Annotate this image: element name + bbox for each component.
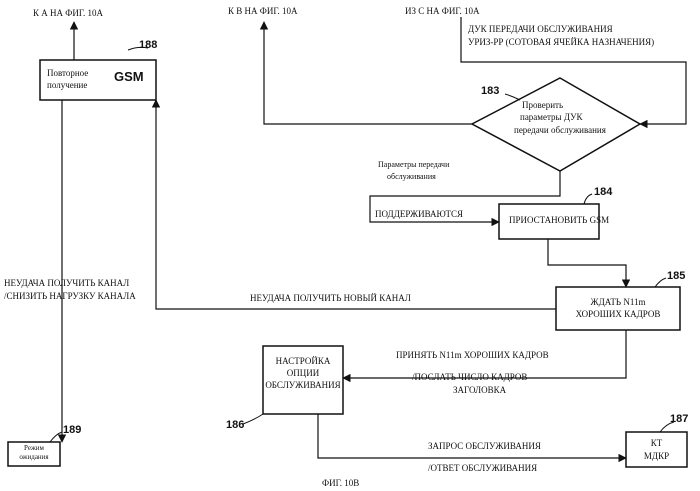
- diamond-183-line3: передачи обслуживания: [514, 125, 606, 136]
- box-186-line1: НАСТРОЙКА: [263, 356, 343, 367]
- box-188-line1: Повторное: [47, 68, 88, 79]
- ref-187: 187: [670, 414, 688, 425]
- ref-184: 184: [594, 187, 612, 198]
- ref-188: 188: [139, 40, 157, 51]
- label-from-c: ИЗ С НА ФИГ. 10А: [405, 6, 480, 17]
- box-184-label: ПРИОСТАНОВИТЬ GSM: [509, 215, 609, 226]
- box-189-line2: ожидания: [8, 453, 60, 462]
- leader-189: [50, 432, 62, 442]
- label-service-response: /ОТВЕТ ОБСЛУЖИВАНИЯ: [428, 463, 537, 474]
- box-185-line1: ЖДАТЬ N11m: [556, 297, 680, 308]
- label-service-request: ЗАПРОС ОБСЛУЖИВАНИЯ: [428, 441, 541, 452]
- box-188-line2: получение: [47, 80, 87, 91]
- label-fail-new-channel: НЕУДАЧА ПОЛУЧИТЬ НОВЫЙ КАНАЛ: [250, 293, 411, 304]
- label-send-frames-line1: /ПОСЛАТЬ ЧИСЛО КАДРОВ: [412, 372, 527, 383]
- box-185-line2: ХОРОШИХ КАДРОВ: [556, 309, 680, 320]
- label-to-b: К В НА ФИГ. 10А: [228, 6, 298, 17]
- box-186-line2: ОПЦИИ: [263, 368, 343, 379]
- handoff-message-line1: ДУК ПЕРЕДАЧИ ОБСЛУЖИВАНИЯ: [468, 24, 613, 35]
- figure-caption: ФИГ. 10В: [322, 478, 359, 489]
- label-supported: ПОДДЕРЖИВАЮТСЯ: [375, 209, 463, 220]
- leader-186: [243, 414, 263, 424]
- arrow-diamond-to-b: [264, 22, 472, 124]
- ref-189: 189: [63, 425, 81, 436]
- label-to-a: К А НА ФИГ. 10А: [33, 8, 103, 19]
- ref-183: 183: [481, 86, 499, 97]
- arrow-184-to-185: [548, 239, 626, 287]
- ref-185: 185: [667, 271, 685, 282]
- ref-186: 186: [226, 420, 244, 431]
- box-188-tag: GSM: [114, 71, 144, 82]
- params-label-line2: обслуживания: [387, 172, 436, 182]
- leader-183: [505, 94, 520, 100]
- leader-185: [655, 278, 666, 287]
- box-187-line2: МДКР: [626, 451, 687, 462]
- diamond-183-line1: Проверить: [522, 100, 563, 111]
- params-label-line1: Параметры передачи: [378, 160, 449, 170]
- arrow-185-to-188: [156, 100, 556, 309]
- box-187-line1: КТ: [626, 438, 687, 449]
- label-accept-frames: ПРИНЯТЬ N11m ХОРОШИХ КАДРОВ: [396, 350, 549, 361]
- label-fail-channel-line2: /СНИЗИТЬ НАГРУЗКУ КАНАЛА: [4, 291, 136, 302]
- diamond-183-line2: параметры ДУК: [520, 112, 582, 123]
- label-fail-channel-line1: НЕУДАЧА ПОЛУЧИТЬ КАНАЛ: [4, 278, 129, 289]
- box-186-line3: ОБСЛУЖИВАНИЯ: [263, 380, 343, 391]
- label-send-frames-line2: ЗАГОЛОВКА: [453, 385, 506, 396]
- box-189-line1: Режим: [8, 444, 60, 453]
- leader-184: [584, 194, 592, 204]
- handoff-message-line2: УРИЗ-РР (СОТОВАЯ ЯЧЕЙКА НАЗНАЧЕНИЯ): [468, 37, 654, 48]
